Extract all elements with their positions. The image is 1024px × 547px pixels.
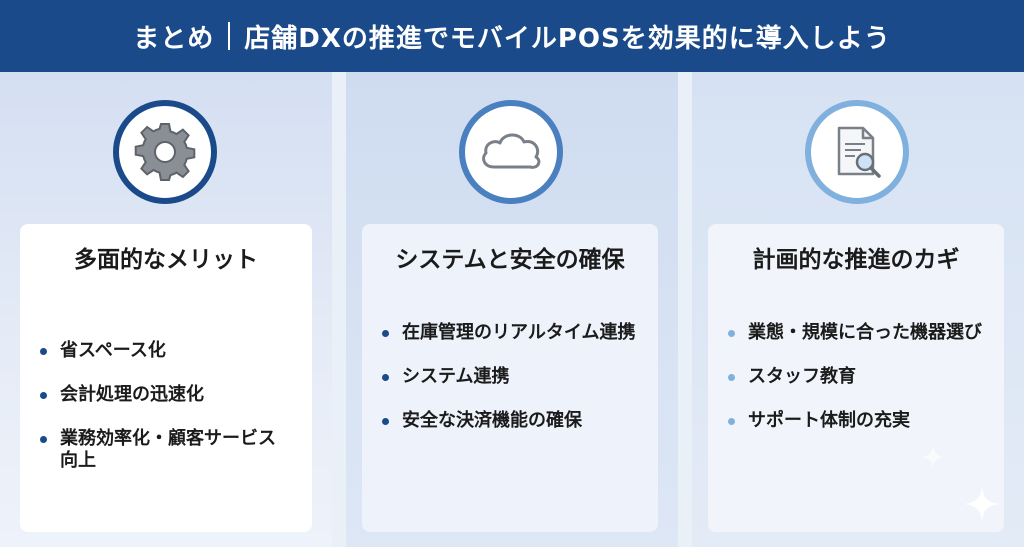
benefits-list: 省スペース化 会計処理の迅速化 業務効率化・顧客サービス向上: [38, 340, 298, 494]
bullet-icon: [728, 374, 735, 381]
column-system-security: システムと安全の確保 在庫管理のリアルタイム連携 システム連携 安全な決済機能の…: [346, 72, 678, 547]
cloud-icon: [459, 100, 563, 204]
system-list: 在庫管理のリアルタイム連携 システム連携 安全な決済機能の確保: [380, 322, 644, 454]
system-card: システムと安全の確保 在庫管理のリアルタイム連携 システム連携 安全な決済機能の…: [362, 224, 658, 532]
list-item: 省スペース化: [38, 340, 298, 362]
list-item: サポート体制の充実: [726, 410, 990, 432]
gear-icon: [113, 100, 217, 204]
page-header: まとめ 店舗DXの推進でモバイルPOSを効果的に導入しよう: [0, 0, 1024, 72]
list-item: スタッフ教育: [726, 366, 990, 388]
bullet-icon: [382, 330, 389, 337]
card-title: 計画的な推進のカギ: [752, 247, 960, 273]
bullet-icon: [728, 418, 735, 425]
sparkle-icon: [921, 445, 945, 469]
planning-list: 業態・規模に合った機器選び スタッフ教育 サポート体制の充実: [726, 322, 990, 454]
header-separator: [228, 22, 231, 50]
column-planning: 計画的な推進のカギ 業態・規模に合った機器選び スタッフ教育 サポート体制の充実: [692, 72, 1024, 547]
column-benefits: 多面的なメリット 省スペース化 会計処理の迅速化 業務効率化・顧客サービス向上: [0, 72, 332, 547]
bullet-icon: [40, 436, 47, 443]
card-title: 多面的なメリット: [74, 247, 258, 273]
bullet-icon: [382, 418, 389, 425]
list-item: 業務効率化・顧客サービス向上: [38, 428, 298, 472]
list-item: 安全な決済機能の確保: [380, 410, 644, 432]
list-item: 会計処理の迅速化: [38, 384, 298, 406]
card-title: システムと安全の確保: [395, 247, 625, 273]
list-item: 業態・規模に合った機器選び: [726, 322, 990, 344]
list-item: 在庫管理のリアルタイム連携: [380, 322, 644, 344]
document-search-icon: [805, 100, 909, 204]
bullet-icon: [728, 330, 735, 337]
header-title: 店舗DXの推進でモバイルPOSを効果的に導入しよう: [244, 23, 891, 54]
planning-card: 計画的な推進のカギ 業態・規模に合った機器選び スタッフ教育 サポート体制の充実: [708, 224, 1004, 532]
list-item: システム連携: [380, 366, 644, 388]
bullet-icon: [40, 392, 47, 399]
benefits-card: 多面的なメリット 省スペース化 会計処理の迅速化 業務効率化・顧客サービス向上: [20, 224, 312, 532]
bullet-icon: [40, 348, 47, 355]
header-label: まとめ: [133, 23, 215, 54]
sparkle-icon: [964, 486, 1000, 522]
bullet-icon: [382, 374, 389, 381]
